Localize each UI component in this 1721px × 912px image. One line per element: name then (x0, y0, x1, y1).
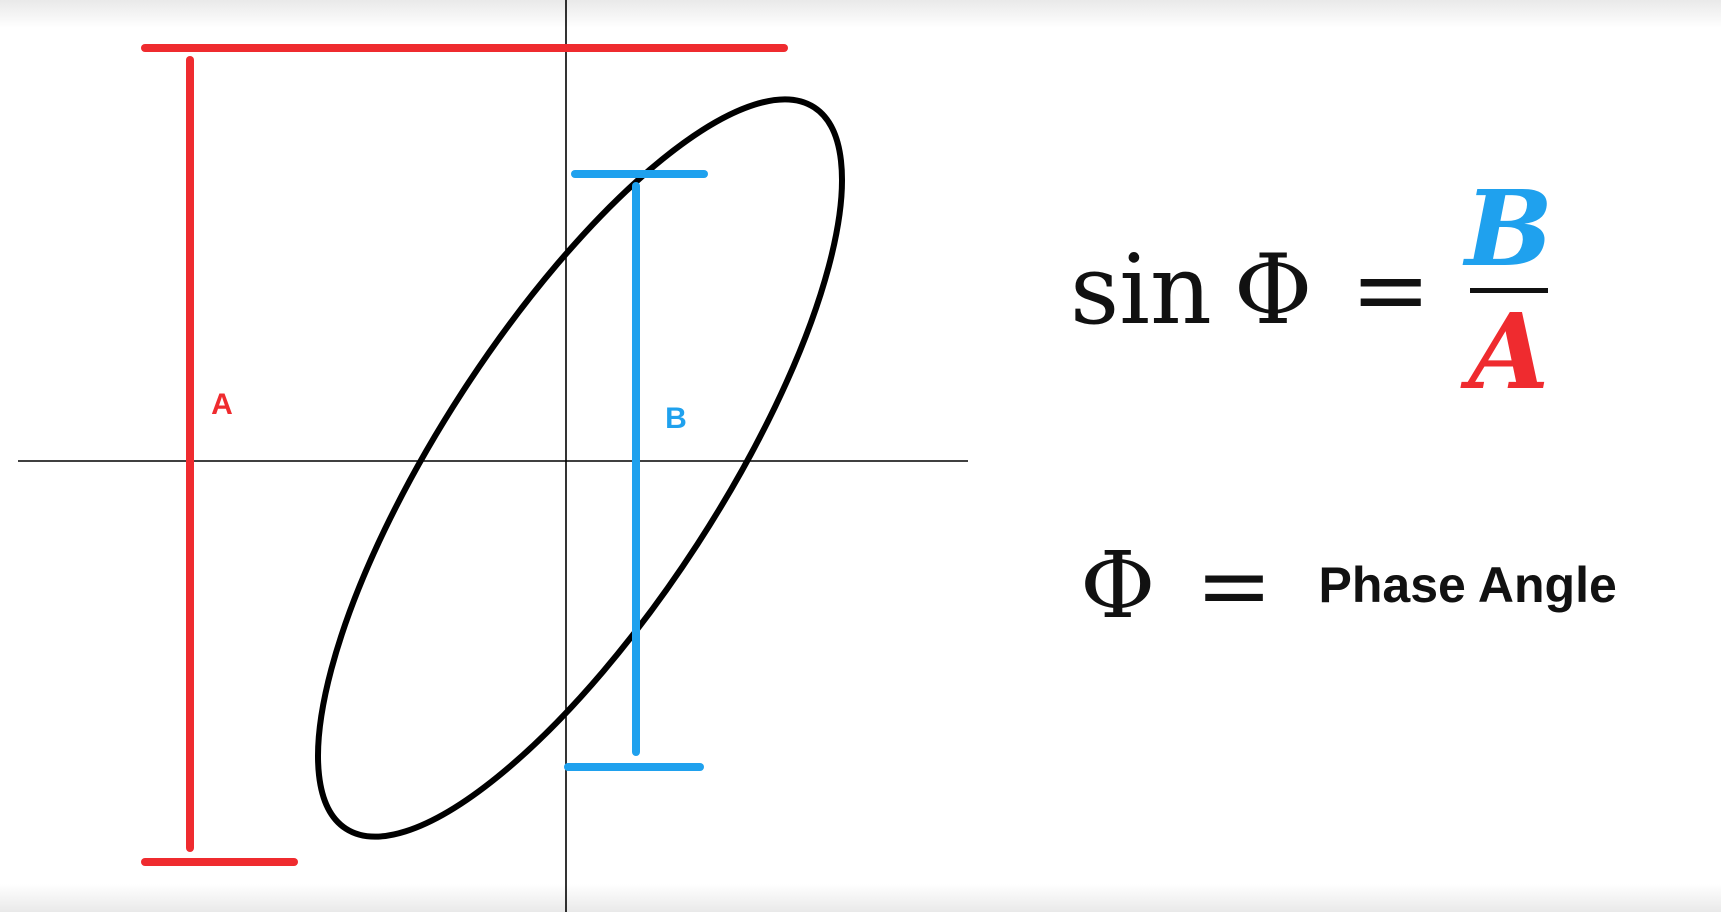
label-a: A (211, 388, 233, 421)
equals-sign: = (1350, 234, 1431, 346)
phi-symbol: Φ (1233, 234, 1313, 346)
phi-symbol-definition: Φ (1080, 531, 1156, 639)
measure-b: B (564, 170, 708, 771)
measure-a: A (141, 44, 788, 866)
label-b: B (665, 402, 687, 435)
lissajous-diagram: A B (18, 0, 968, 912)
lissajous-ellipse (315, 96, 845, 840)
fraction-bar (1469, 287, 1548, 293)
sine-formula: sin Φ = B A (1070, 170, 1553, 410)
denominator-a: A (1468, 289, 1550, 413)
numerator-b: B (1464, 167, 1553, 291)
phi-definition: Φ = Phase Angle (1080, 532, 1617, 639)
sin-function: sin (1070, 234, 1212, 346)
fraction: B A (1464, 167, 1553, 413)
equals-sign-definition: = (1195, 531, 1273, 639)
phase-angle-text: Phase Angle (1318, 557, 1617, 613)
